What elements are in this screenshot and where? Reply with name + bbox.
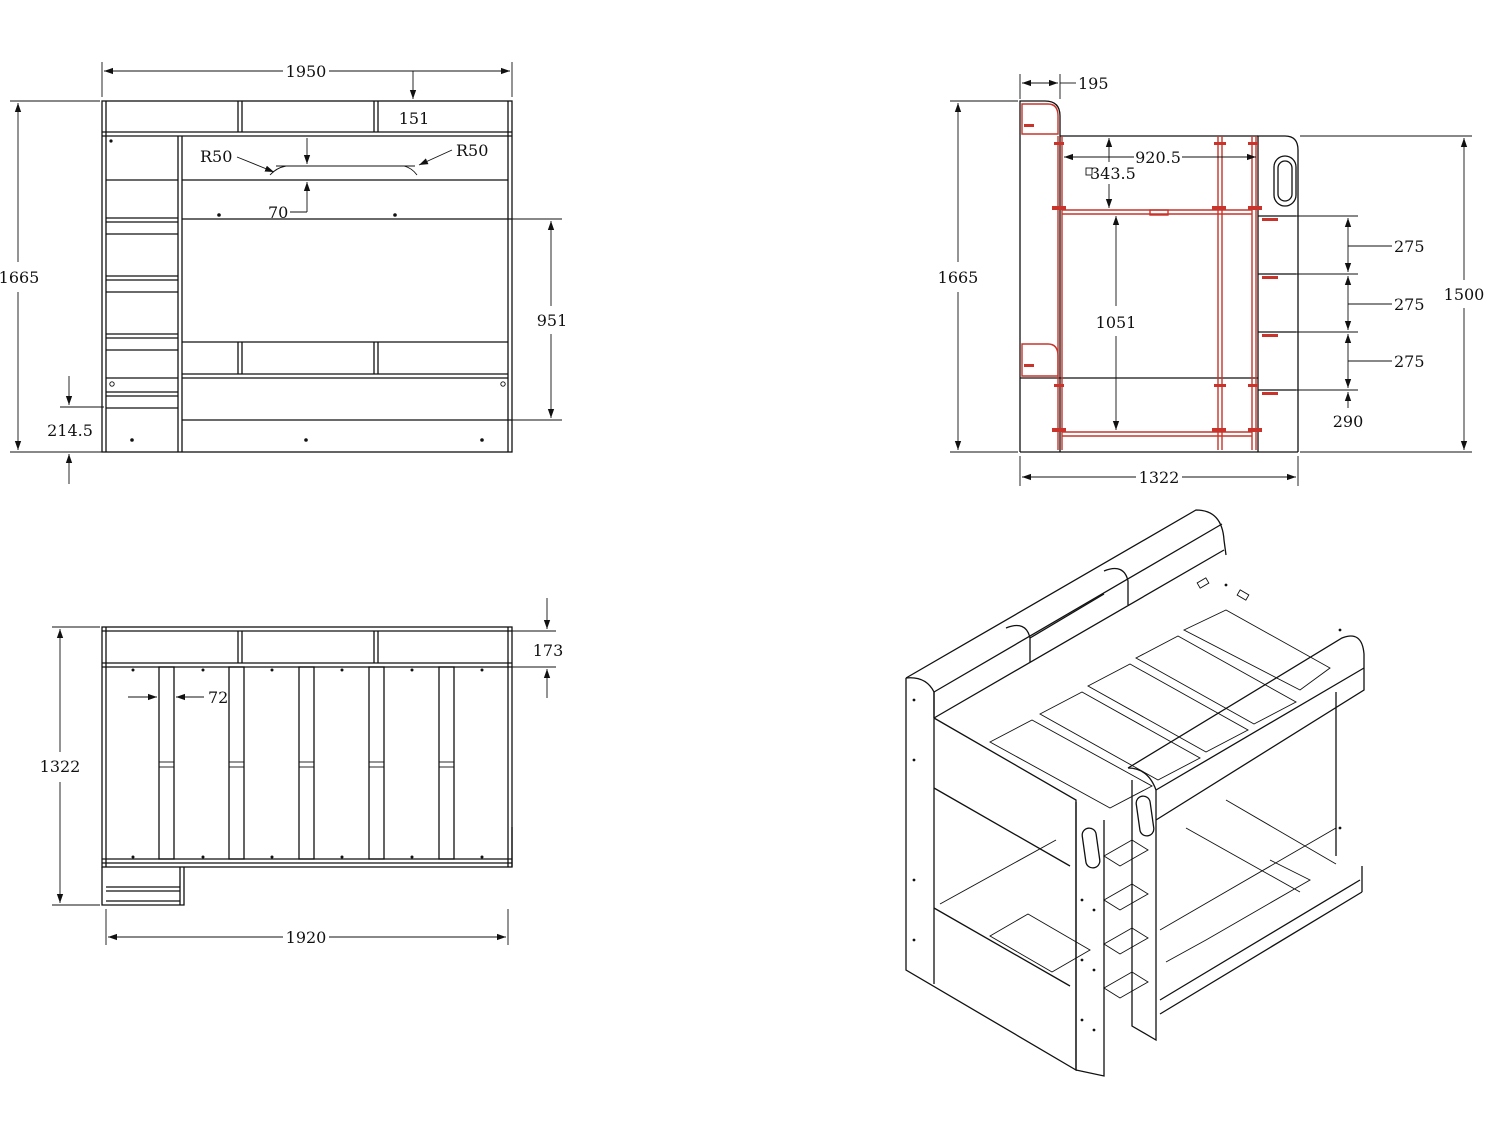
top-dim-slat-width: 72 (128, 688, 228, 707)
front-view-outline (101, 100, 513, 453)
dim-side-height: 1665 (938, 268, 979, 287)
top-view: 173 1322 72 1920 (38, 598, 563, 947)
side-dim-ladder-steps: 275 275 275 290 (1286, 215, 1425, 431)
dim-top-length: 1920 (286, 928, 327, 947)
side-dim-height: 1665 (936, 100, 1018, 453)
top-view-slats (158, 666, 455, 860)
top-view-screw-dots (131, 668, 484, 859)
front-dim-top-rail: 151 (399, 71, 430, 128)
top-dim-length: 1920 (105, 909, 509, 947)
dim-step-2: 275 (1394, 295, 1425, 314)
side-dim-offset: 343.5 (1085, 138, 1136, 208)
dim-side-depth: 1322 (1139, 468, 1180, 487)
side-dim-post-width: 195 (1019, 74, 1109, 99)
dim-offset: 343.5 (1090, 164, 1136, 183)
top-dim-rail-height: 173 (512, 598, 563, 698)
dim-front-height: 1665 (0, 268, 39, 287)
dim-bunk-gap: 1051 (1096, 313, 1137, 332)
front-dim-height: 1665 (0, 100, 100, 453)
dim-inner-length: 920.5 (1135, 148, 1181, 167)
iso-lower-bunk (939, 692, 1363, 1015)
iso-ladder-steps (1103, 839, 1149, 999)
side-view-frame-hardware (1021, 103, 1262, 450)
front-view-screw-dots (109, 139, 506, 442)
dim-step-3: 275 (1394, 352, 1425, 371)
iso-back-headboard (905, 509, 1227, 719)
dim-top-rail: 151 (399, 109, 430, 128)
dim-upper-panel: 951 (537, 311, 568, 330)
dim-ladder-height: 1500 (1444, 285, 1485, 304)
iso-screw-dots (912, 583, 1342, 1032)
side-view-ladder-rungs (1258, 215, 1296, 395)
iso-left-end-panel (905, 678, 1077, 1072)
side-view-outline (1019, 100, 1299, 453)
dim-bottom-clearance: 214.5 (47, 421, 93, 440)
top-view-outline (101, 626, 513, 906)
side-dim-inner-length: 920.5 (1064, 148, 1256, 167)
dim-rail-height: 173 (533, 641, 564, 660)
front-dim-upper-panel: 951 (512, 218, 573, 421)
dim-front-width: 1950 (286, 62, 327, 81)
dim-step-bottom: 290 (1333, 412, 1364, 431)
front-dim-width: 1950 (101, 62, 513, 97)
isometric-view (905, 509, 1365, 1077)
dim-radius-right: R50 (456, 141, 488, 160)
iso-slats-upper (989, 609, 1331, 809)
dim-step-1: 275 (1394, 237, 1425, 256)
front-view: 1950 151 R50 R50 70 1665 (0, 62, 573, 484)
iso-front-rail-and-ladder-post (933, 635, 1365, 1077)
side-dim-bunk-gap: 1051 (1094, 216, 1138, 430)
top-dim-depth: 1322 (38, 626, 100, 906)
dim-slat-width: 72 (208, 688, 228, 707)
side-dim-ladder-height: 1500 (1300, 135, 1486, 453)
side-view: 195 920.5 343.5 1665 1051 (936, 74, 1486, 487)
dim-top-depth: 1322 (40, 757, 81, 776)
front-dim-bottom-clearance: 214.5 (47, 376, 104, 484)
dim-post-width: 195 (1078, 74, 1109, 93)
front-cutout: R50 R50 70 (200, 138, 488, 222)
side-dim-depth: 1322 (1019, 456, 1299, 487)
dim-cutout-depth: 70 (268, 203, 288, 222)
dim-radius-left: R50 (200, 147, 232, 166)
